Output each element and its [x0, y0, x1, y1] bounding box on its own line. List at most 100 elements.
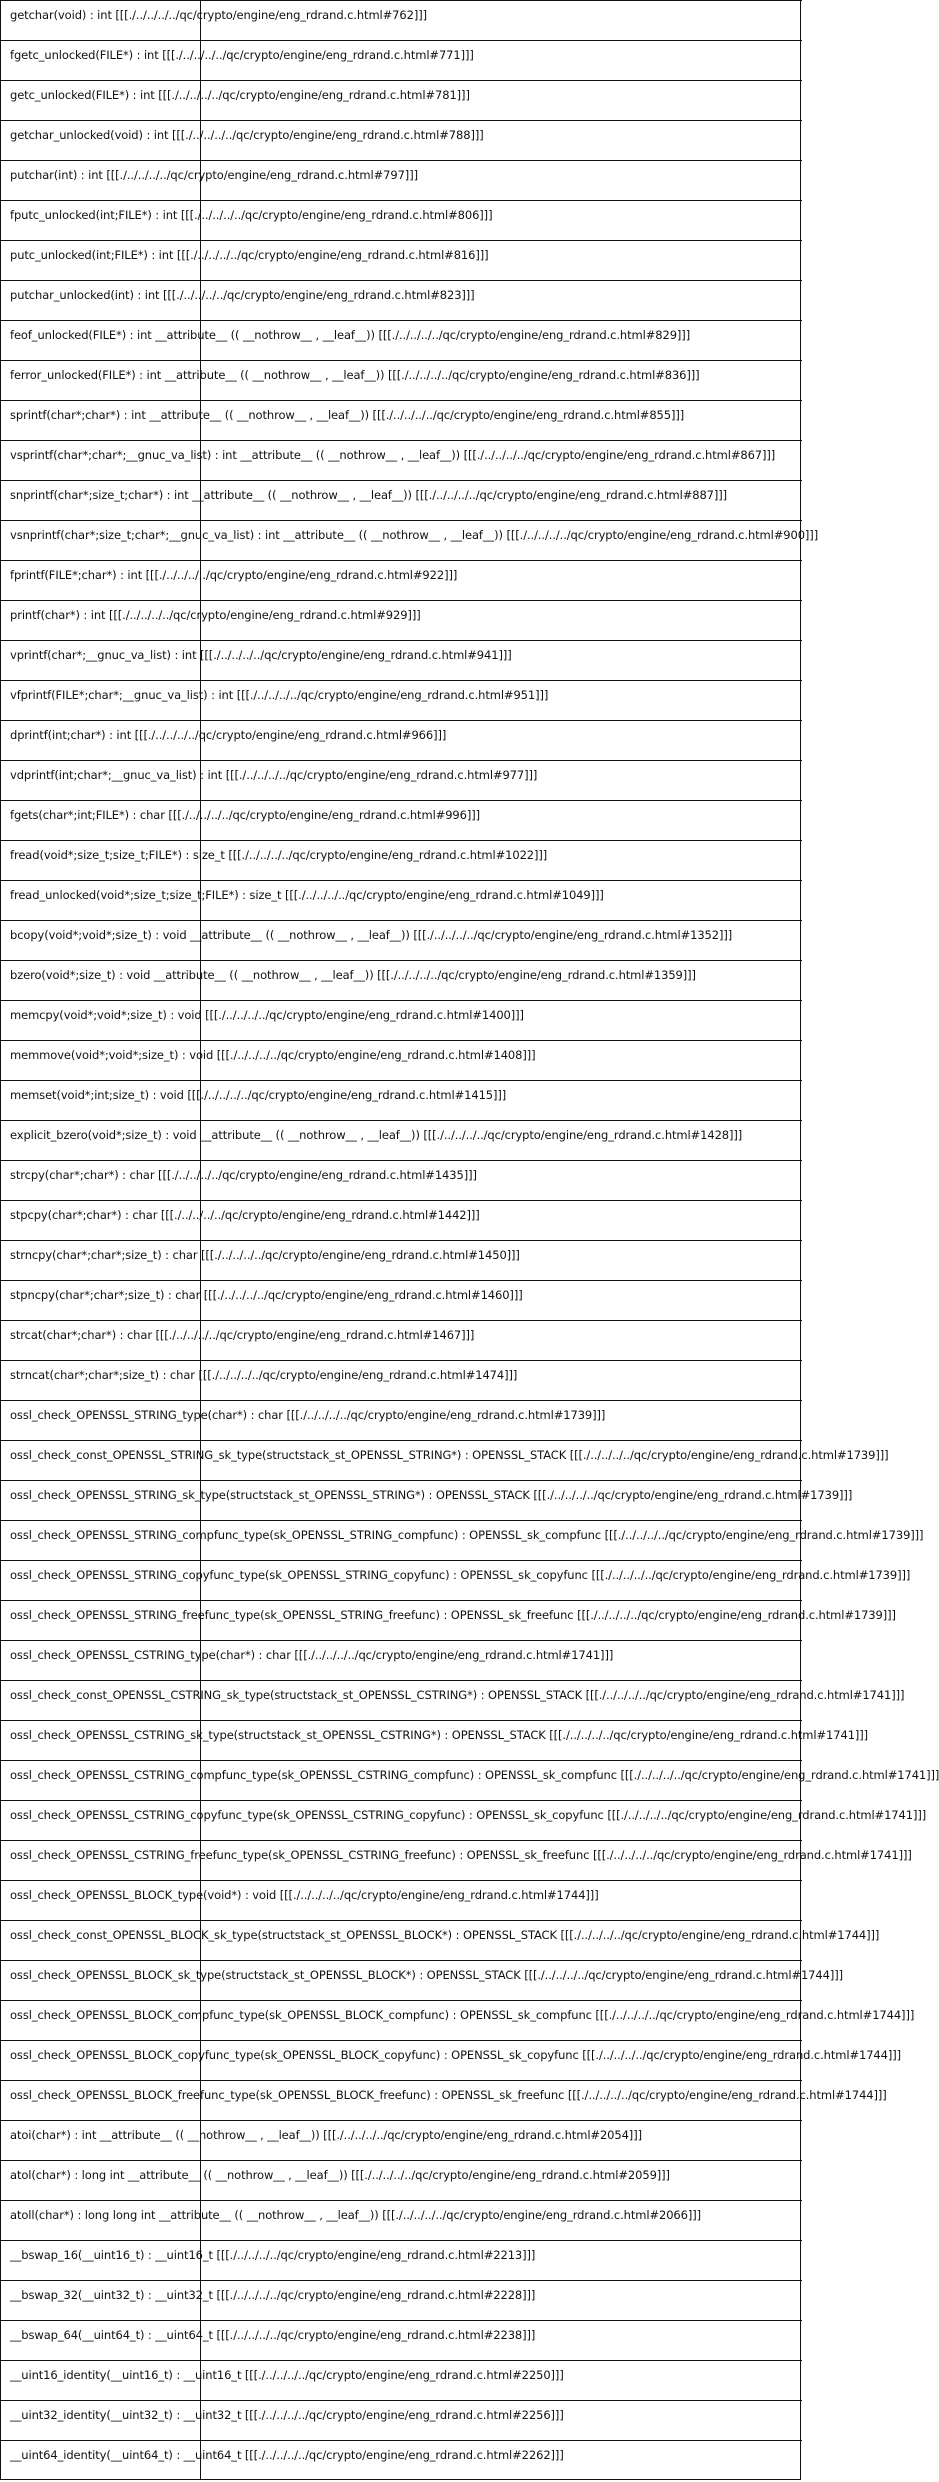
function-signature: strcat(char*;char*) : char [[[./../../..… [10, 1328, 475, 1342]
function-row: ossl_check_OPENSSL_STRING_freefunc_type(… [1, 1600, 896, 1640]
function-row: explicit_bzero(void*;size_t) : void __at… [1, 1120, 802, 1160]
function-row: putchar(int) : int [[[./../../../../qc/c… [1, 160, 802, 200]
function-signature: ossl_check_OPENSSL_STRING_compfunc_type(… [10, 1528, 924, 1542]
function-row: ferror_unlocked(FILE*) : int __attribute… [1, 360, 802, 400]
function-row: ossl_check_const_OPENSSL_STRING_sk_type(… [1, 1440, 889, 1480]
function-row: strncpy(char*;char*;size_t) : char [[[./… [1, 1240, 802, 1280]
function-row: fgets(char*;int;FILE*) : char [[[./../..… [1, 800, 802, 840]
function-signature: __bswap_64(__uint64_t) : __uint64_t [[[.… [10, 2328, 536, 2342]
function-row: ossl_check_OPENSSL_CSTRING_compfunc_type… [1, 1760, 939, 1800]
function-row: dprintf(int;char*) : int [[[./../../../.… [1, 720, 802, 760]
function-signature: __uint16_identity(__uint16_t) : __uint16… [10, 2368, 564, 2382]
function-signature: fgets(char*;int;FILE*) : char [[[./../..… [10, 808, 481, 822]
function-row: ossl_check_OPENSSL_BLOCK_type(void*) : v… [1, 1880, 802, 1920]
function-signature: ossl_check_OPENSSL_CSTRING_sk_type(struc… [10, 1728, 869, 1742]
function-row: ossl_check_OPENSSL_CSTRING_sk_type(struc… [1, 1720, 868, 1760]
function-row: fgetc_unlocked(FILE*) : int [[[./../../.… [1, 40, 802, 80]
function-signature: memset(void*;int;size_t) : void [[[./../… [10, 1088, 507, 1102]
function-row: getc_unlocked(FILE*) : int [[[./../../..… [1, 80, 802, 120]
function-signature: ossl_check_OPENSSL_CSTRING_copyfunc_type… [10, 1808, 927, 1822]
function-signature: ossl_check_OPENSSL_BLOCK_compfunc_type(s… [10, 2008, 915, 2022]
function-row: getchar(void) : int [[[./../../../../qc/… [1, 0, 802, 40]
function-signature: getchar_unlocked(void) : int [[[./../../… [10, 128, 484, 142]
function-row: ossl_check_OPENSSL_CSTRING_freefunc_type… [1, 1840, 912, 1880]
function-row: __uint16_identity(__uint16_t) : __uint16… [1, 2360, 802, 2400]
function-signature: fgetc_unlocked(FILE*) : int [[[./../../.… [10, 48, 474, 62]
function-signature: ossl_check_OPENSSL_BLOCK_copyfunc_type(s… [10, 2048, 902, 2062]
function-signature: __uint64_identity(__uint64_t) : __uint64… [10, 2448, 564, 2462]
function-row: snprintf(char*;size_t;char*) : int __att… [1, 480, 802, 520]
function-signature: ossl_check_OPENSSL_BLOCK_sk_type(structs… [10, 1968, 843, 1982]
function-row: bzero(void*;size_t) : void __attribute__… [1, 960, 802, 1000]
function-signature: stpcpy(char*;char*) : char [[[./../../..… [10, 1208, 480, 1222]
function-row: atol(char*) : long int __attribute__ (( … [1, 2160, 802, 2200]
function-signature: ossl_check_const_OPENSSL_BLOCK_sk_type(s… [10, 1928, 880, 1942]
function-signature: feof_unlocked(FILE*) : int __attribute__… [10, 328, 691, 342]
function-signature: vdprintf(int;char*;__gnuc_va_list) : int… [10, 768, 538, 782]
function-row: atoll(char*) : long long int __attribute… [1, 2200, 802, 2240]
function-signature: ossl_check_const_OPENSSL_CSTRING_sk_type… [10, 1688, 905, 1702]
function-row: ossl_check_const_OPENSSL_CSTRING_sk_type… [1, 1680, 904, 1720]
function-signature: vsprintf(char*;char*;__gnuc_va_list) : i… [10, 448, 776, 462]
function-row: bcopy(void*;void*;size_t) : void __attri… [1, 920, 802, 960]
function-row: memset(void*;int;size_t) : void [[[./../… [1, 1080, 802, 1120]
function-signature: ossl_check_OPENSSL_STRING_sk_type(struct… [10, 1488, 853, 1502]
function-signature: ferror_unlocked(FILE*) : int __attribute… [10, 368, 700, 382]
function-signature: memcpy(void*;void*;size_t) : void [[[./.… [10, 1008, 524, 1022]
function-signature: bcopy(void*;void*;size_t) : void __attri… [10, 928, 733, 942]
function-row: ossl_check_const_OPENSSL_BLOCK_sk_type(s… [1, 1920, 879, 1960]
function-signature: __bswap_16(__uint16_t) : __uint16_t [[[.… [10, 2248, 536, 2262]
function-row: strcpy(char*;char*) : char [[[./../../..… [1, 1160, 802, 1200]
function-row: memcpy(void*;void*;size_t) : void [[[./.… [1, 1000, 802, 1040]
function-signature: getchar(void) : int [[[./../../../../qc/… [10, 8, 427, 22]
function-row: ossl_check_OPENSSL_STRING_sk_type(struct… [1, 1480, 852, 1520]
function-row: __uint64_identity(__uint64_t) : __uint64… [1, 2440, 802, 2480]
function-row: ossl_check_OPENSSL_STRING_type(char*) : … [1, 1400, 802, 1440]
function-row: fread_unlocked(void*;size_t;size_t;FILE*… [1, 880, 802, 920]
function-signature: printf(char*) : int [[[./../../../../qc/… [10, 608, 421, 622]
function-row: __bswap_64(__uint64_t) : __uint64_t [[[.… [1, 2320, 802, 2360]
function-row: __bswap_32(__uint32_t) : __uint32_t [[[.… [1, 2280, 802, 2320]
function-signature: ossl_check_OPENSSL_STRING_freefunc_type(… [10, 1608, 896, 1622]
function-signature: snprintf(char*;size_t;char*) : int __att… [10, 488, 728, 502]
function-signature: __uint32_identity(__uint32_t) : __uint32… [10, 2408, 564, 2422]
function-row: putc_unlocked(int;FILE*) : int [[[./../.… [1, 240, 802, 280]
function-signature: putchar(int) : int [[[./../../../../qc/c… [10, 168, 418, 182]
function-row: strcat(char*;char*) : char [[[./../../..… [1, 1320, 802, 1360]
function-row: feof_unlocked(FILE*) : int __attribute__… [1, 320, 802, 360]
function-signature: fread(void*;size_t;size_t;FILE*) : size_… [10, 848, 548, 862]
function-row: ossl_check_OPENSSL_CSTRING_copyfunc_type… [1, 1800, 926, 1840]
function-row: memmove(void*;void*;size_t) : void [[[./… [1, 1040, 802, 1080]
function-signature: stpncpy(char*;char*;size_t) : char [[[./… [10, 1288, 523, 1302]
function-signature: bzero(void*;size_t) : void __attribute__… [10, 968, 696, 982]
function-signature: atoll(char*) : long long int __attribute… [10, 2208, 702, 2222]
function-signature: ossl_check_OPENSSL_STRING_type(char*) : … [10, 1408, 606, 1422]
function-signature: ossl_check_OPENSSL_CSTRING_compfunc_type… [10, 1768, 939, 1782]
function-signature: atol(char*) : long int __attribute__ (( … [10, 2168, 670, 2182]
function-signature: putc_unlocked(int;FILE*) : int [[[./../.… [10, 248, 489, 262]
function-row: ossl_check_OPENSSL_BLOCK_sk_type(structs… [1, 1960, 843, 2000]
function-row: __uint32_identity(__uint32_t) : __uint32… [1, 2400, 802, 2440]
function-signature: strncat(char*;char*;size_t) : char [[[./… [10, 1368, 518, 1382]
column-divider [200, 0, 201, 2480]
function-row: strncat(char*;char*;size_t) : char [[[./… [1, 1360, 802, 1400]
function-signature: vfprintf(FILE*;char*;__gnuc_va_list) : i… [10, 688, 549, 702]
function-row: vprintf(char*;__gnuc_va_list) : int [[[.… [1, 640, 802, 680]
function-row: vsnprintf(char*;size_t;char*;__gnuc_va_l… [1, 520, 818, 560]
function-signature: __bswap_32(__uint32_t) : __uint32_t [[[.… [10, 2288, 536, 2302]
function-row: sprintf(char*;char*) : int __attribute__… [1, 400, 802, 440]
function-signature: vsnprintf(char*;size_t;char*;__gnuc_va_l… [10, 528, 819, 542]
function-signature: getc_unlocked(FILE*) : int [[[./../../..… [10, 88, 470, 102]
function-signature: fread_unlocked(void*;size_t;size_t;FILE*… [10, 888, 604, 902]
function-signature: vprintf(char*;__gnuc_va_list) : int [[[.… [10, 648, 512, 662]
function-row: vfprintf(FILE*;char*;__gnuc_va_list) : i… [1, 680, 802, 720]
function-row: stpncpy(char*;char*;size_t) : char [[[./… [1, 1280, 802, 1320]
function-signature: fprintf(FILE*;char*) : int [[[./../../..… [10, 568, 458, 582]
function-signature: explicit_bzero(void*;size_t) : void __at… [10, 1128, 743, 1142]
function-signature: ossl_check_OPENSSL_CSTRING_freefunc_type… [10, 1848, 912, 1862]
function-row: ossl_check_OPENSSL_STRING_copyfunc_type(… [1, 1560, 910, 1600]
function-row: printf(char*) : int [[[./../../../../qc/… [1, 600, 802, 640]
function-signature: putchar_unlocked(int) : int [[[./../../.… [10, 288, 475, 302]
function-signature: ossl_check_OPENSSL_CSTRING_type(char*) :… [10, 1648, 614, 1662]
function-row: fread(void*;size_t;size_t;FILE*) : size_… [1, 840, 802, 880]
